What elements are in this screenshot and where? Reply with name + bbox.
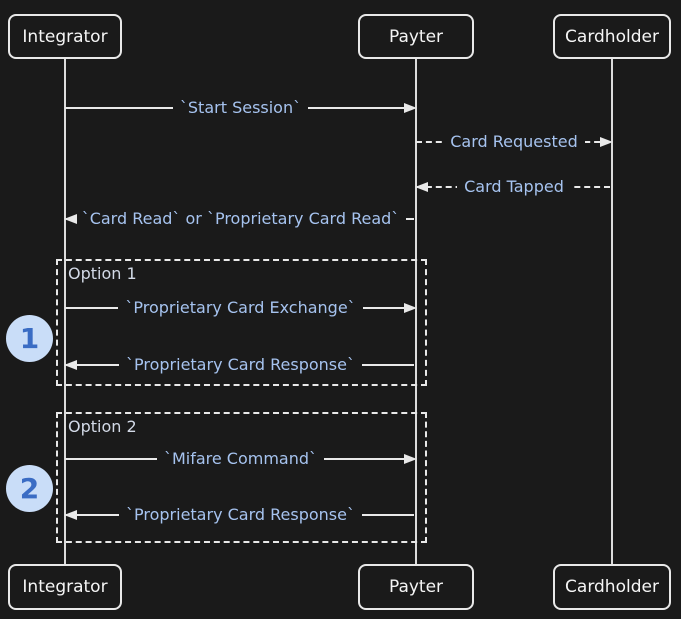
message-proprietary-card-response-2: `Proprietary Card Response`: [64, 502, 416, 528]
actor-label: Payter: [388, 577, 444, 597]
actor-box-payter-top: Payter: [358, 14, 474, 59]
group-option-2-label: Option 2: [68, 417, 137, 436]
message-label: `Proprietary Card Response`: [119, 502, 362, 528]
badge-number: 1: [19, 322, 40, 355]
actor-label: Integrator: [22, 577, 108, 597]
message-label: `Start Session`: [172, 95, 309, 121]
lifeline-cardholder: [611, 59, 613, 565]
message-proprietary-card-response-1: `Proprietary Card Response`: [64, 352, 416, 378]
arrowhead-left-icon: [64, 360, 77, 370]
message-label: `Proprietary Card Response`: [119, 352, 362, 378]
group-option-1: Option 1: [56, 259, 427, 386]
actor-box-cardholder-top: Cardholder: [553, 14, 671, 59]
arrowhead-right-icon: [404, 454, 417, 464]
lifeline-integrator: [64, 59, 66, 565]
arrowhead-left-icon: [64, 214, 77, 224]
message-label: Card Requested: [443, 129, 585, 155]
message-card-requested: Card Requested: [416, 129, 613, 155]
group-option-2: Option 2: [56, 412, 427, 543]
arrowhead-left-icon: [64, 510, 77, 520]
actor-label: Cardholder: [565, 26, 659, 47]
arrowhead-left-icon: [415, 182, 428, 192]
arrowhead-right-icon: [600, 137, 613, 147]
message-card-tapped: Card Tapped: [415, 174, 612, 200]
arrowhead-right-icon: [404, 103, 417, 113]
group-option-1-label: Option 1: [68, 264, 137, 283]
actor-box-integrator-top: Integrator: [8, 14, 122, 59]
message-proprietary-card-exchange: `Proprietary Card Exchange`: [65, 295, 417, 321]
actor-label: Integrator: [22, 26, 108, 47]
message-label: Card Tapped: [457, 174, 571, 200]
actor-box-integrator-bottom: Integrator: [8, 564, 122, 610]
badge-option-1: 1: [6, 315, 53, 362]
message-mifare-command: `Mifare Command`: [65, 446, 417, 472]
arrowhead-right-icon: [404, 303, 417, 313]
message-label: `Proprietary Card Exchange`: [118, 295, 363, 321]
actor-label: Cardholder: [565, 577, 659, 597]
message-label: `Card Read` or `Proprietary Card Read`: [74, 206, 407, 232]
actor-box-cardholder-bottom: Cardholder: [553, 564, 671, 610]
message-label: `Mifare Command`: [156, 446, 325, 472]
actor-box-payter-bottom: Payter: [358, 564, 474, 610]
badge-number: 2: [19, 472, 40, 505]
message-card-read: `Card Read` or `Proprietary Card Read`: [64, 206, 416, 232]
actor-label: Payter: [388, 26, 444, 47]
badge-option-2: 2: [6, 465, 53, 512]
message-start-session: `Start Session`: [65, 95, 417, 121]
